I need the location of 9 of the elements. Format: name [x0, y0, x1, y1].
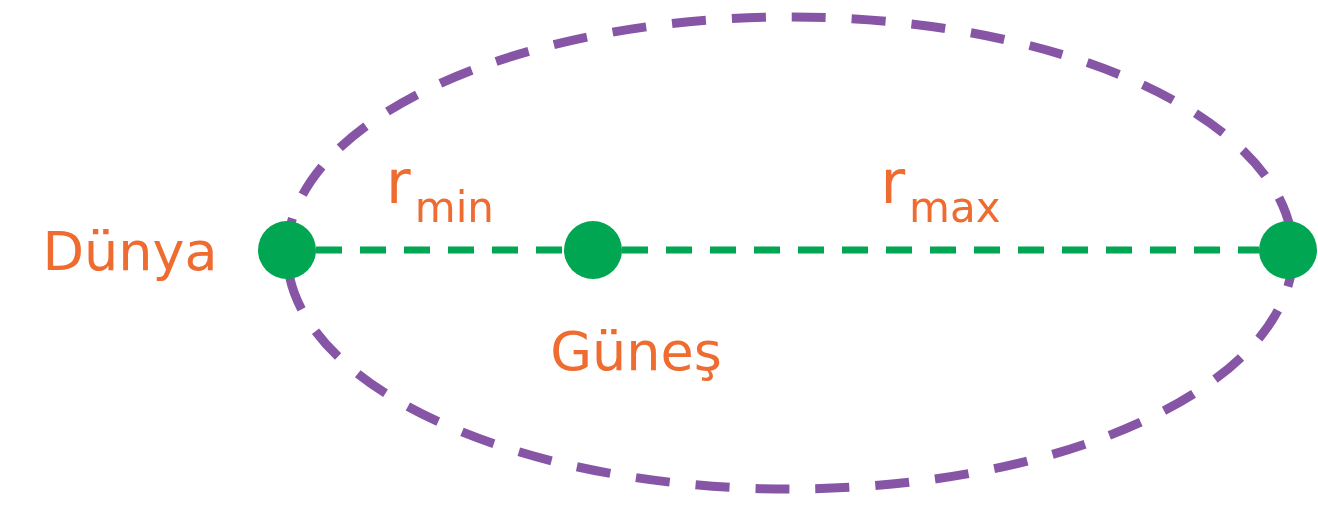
planet-dot — [1259, 221, 1317, 279]
planet-dot — [258, 221, 316, 279]
planet-dot — [564, 221, 622, 279]
dashed-line — [622, 246, 1259, 254]
body-label: Dünya — [42, 225, 218, 279]
body-label: Güneş — [550, 325, 722, 379]
dashed-line — [316, 246, 564, 254]
distance-label: r$_{max}$ — [880, 151, 1001, 229]
distance-label: r$_{min}$ — [386, 151, 494, 229]
